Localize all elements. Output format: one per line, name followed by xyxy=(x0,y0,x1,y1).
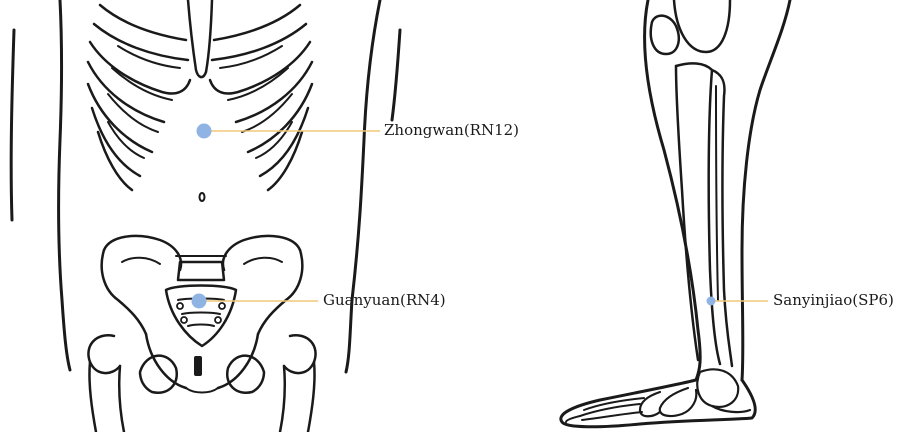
torso-skeleton xyxy=(11,0,400,432)
sanyinjiao-point xyxy=(707,297,716,306)
guanyuan-label: Guanyuan(RN4) xyxy=(323,293,446,308)
leg-skeleton xyxy=(561,0,790,427)
sanyinjiao-label: Sanyinjiao(SP6) xyxy=(773,293,894,308)
zhongwan-point xyxy=(197,124,212,139)
guanyuan-point xyxy=(192,294,207,309)
acupoint-markers xyxy=(192,124,769,309)
zhongwan-label: Zhongwan(RN12) xyxy=(384,123,519,138)
